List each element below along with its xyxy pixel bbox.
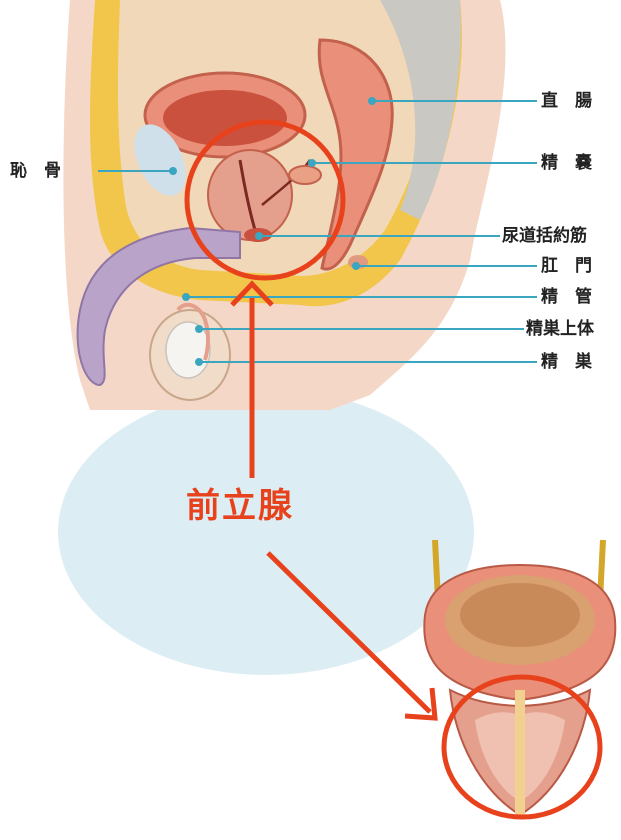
seminal-vesicle-shape [289,166,321,184]
label-epididymis: 精巣上体 [526,319,594,339]
label-anus: 肛 門 [541,256,592,276]
bladder-inner [163,90,287,146]
testis-shape [166,322,210,378]
label-rectum: 直 腸 [541,91,592,111]
label-pubic-bone: 恥 骨 [10,161,61,181]
label-vas-deferens: 精 管 [541,287,592,307]
label-urethral-sphincter: 尿道括約筋 [502,226,587,246]
background-bubble [58,389,474,675]
label-seminal-vesicle: 精 嚢 [541,153,592,173]
prostate-shape [208,150,292,240]
label-testis: 精 巣 [541,352,592,372]
prostate-title: 前立腺 [186,486,336,526]
